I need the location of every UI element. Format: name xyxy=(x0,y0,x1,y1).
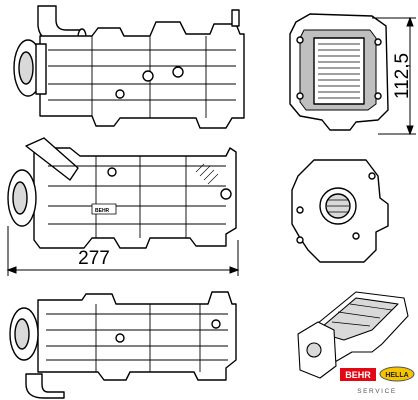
cooler-rib-lines xyxy=(48,36,236,118)
behr-wordmark: BEHR xyxy=(345,370,371,380)
mounting-boss xyxy=(172,66,184,78)
egr-cooler-side-view-top xyxy=(13,5,245,129)
end-view-core xyxy=(313,37,365,105)
height-dimension xyxy=(372,16,416,136)
bottom-view-body xyxy=(37,291,237,381)
bottom-view-mounting-boss xyxy=(211,319,221,329)
height-dimension-label: 112,5 xyxy=(392,53,413,99)
egr-cooler-side-view-bottom xyxy=(9,291,237,399)
outlet-view-bolt xyxy=(296,236,304,244)
height-arrow-top xyxy=(406,16,414,27)
cooler-main-body xyxy=(39,21,245,129)
hella-wordmark: HELLA xyxy=(385,372,408,379)
behr-badge xyxy=(340,368,376,381)
height-arrow-bottom xyxy=(406,125,414,136)
top-view-label-plate xyxy=(91,203,117,215)
hella-badge xyxy=(379,366,415,382)
outlet-view-bolt xyxy=(368,172,376,180)
end-view-bolt-hole xyxy=(296,36,304,44)
top-view-mounting-boss xyxy=(220,188,232,200)
top-view-rib-lines xyxy=(48,156,226,238)
top-view-mounting-boss xyxy=(107,167,117,177)
bottom-view-mounting-boss xyxy=(115,333,125,343)
egr-cooler-end-view xyxy=(289,13,389,131)
iso-detail-lines xyxy=(331,303,393,327)
part-stamp-label: BEHR xyxy=(95,208,110,214)
bottom-view-rib-lines xyxy=(46,304,228,372)
inlet-flange-inner xyxy=(18,51,34,85)
width-dimension-label: 277 xyxy=(78,248,110,269)
service-wordmark: SERVICE xyxy=(357,388,397,395)
iso-outlet-port xyxy=(306,342,322,358)
top-view-hatch xyxy=(195,163,219,185)
width-dimension xyxy=(6,226,240,276)
width-arrow-right xyxy=(229,266,240,274)
egr-cooler-top-view xyxy=(7,137,237,249)
end-view-bolt-hole xyxy=(374,38,382,46)
end-view-core-fins xyxy=(318,43,360,99)
outlet-view-port-vanes xyxy=(327,199,349,213)
end-view-bolt-hole xyxy=(374,92,382,100)
egr-cooler-outlet-view xyxy=(291,159,389,263)
top-view-body xyxy=(33,147,237,249)
width-arrow-left xyxy=(6,266,17,274)
outlet-view-bolt xyxy=(296,206,304,214)
end-view-bolt-hole xyxy=(296,92,304,100)
bottom-view-inlet-flange-inner xyxy=(14,318,30,350)
bottom-view-pipe xyxy=(25,373,65,399)
mounting-boss xyxy=(115,89,125,99)
mounting-boss xyxy=(142,70,154,82)
coolant-connector xyxy=(231,9,240,27)
behr-hella-service-logo: BEHR HELLA SERVICE xyxy=(340,366,415,395)
inlet-flange-collar xyxy=(35,43,47,95)
egr-cooler-isometric-view xyxy=(297,291,409,379)
outlet-view-bolt xyxy=(352,232,360,240)
iso-top-face xyxy=(315,297,399,341)
top-view-inlet-flange-inner xyxy=(12,181,28,215)
top-view-diagonal-pipe xyxy=(25,137,79,181)
